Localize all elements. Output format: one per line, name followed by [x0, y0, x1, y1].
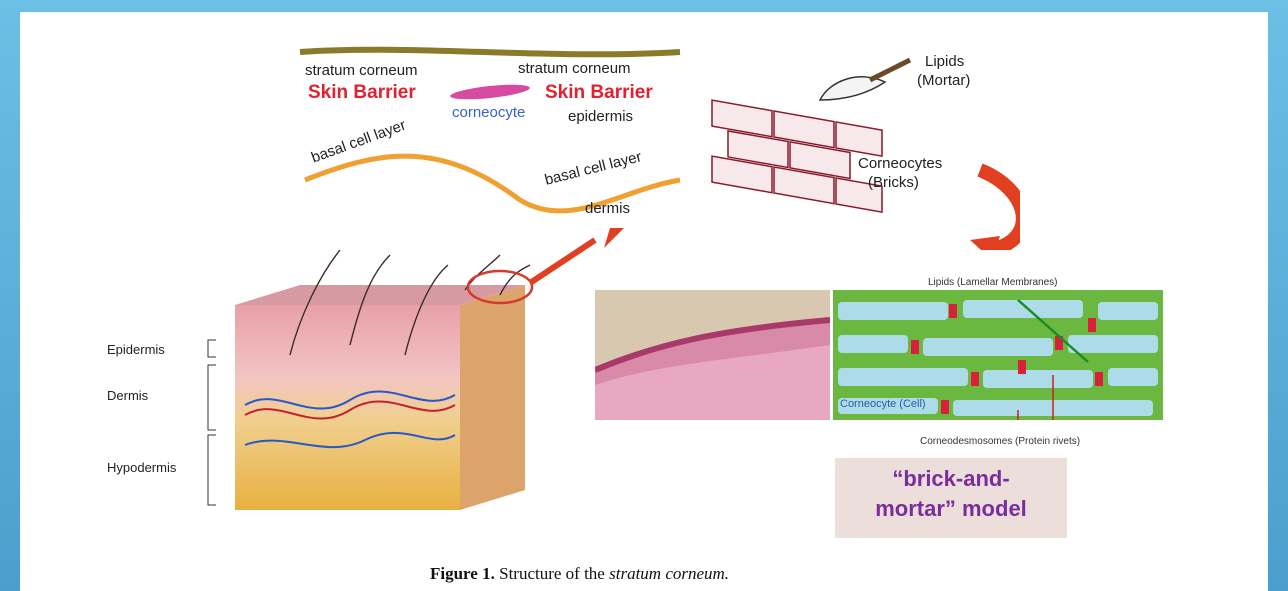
histology-photo: [595, 290, 830, 420]
stratum-corneum-left-label: stratum corneum: [305, 62, 418, 79]
corneodesmosomes-label: Corneodesmosomes (Protein rivets): [920, 436, 1080, 447]
skin-side-face: [460, 285, 525, 510]
lipids-label: Lipids: [925, 53, 964, 70]
skin-barrier-left-label: Skin Barrier: [308, 82, 416, 104]
figure-caption: Figure 1. Structure of the stratum corne…: [430, 564, 729, 584]
corneocyte-shape: [450, 82, 531, 102]
zoom-arrow-icon: [530, 240, 595, 283]
arrowhead-icon: [604, 228, 624, 248]
bricks-label: (Bricks): [868, 174, 919, 191]
model-line-1: “brick-and-: [835, 466, 1067, 492]
stratum-corneum-right-label: stratum corneum: [518, 60, 631, 77]
epidermis-small-label: epidermis: [568, 108, 633, 125]
caption-term: stratum corneum.: [609, 564, 729, 583]
corneocytes-label: Corneocytes: [858, 155, 942, 172]
brick-wall-illustration: [700, 40, 1020, 250]
stratum-corneum-line: [300, 50, 680, 55]
dermis-layer-label: Dermis: [107, 388, 148, 403]
caption-text: Structure of the: [495, 564, 609, 583]
skin-barrier-right-label: Skin Barrier: [545, 82, 653, 104]
corneocyte-cell-label: Corneocyte (Cell): [840, 398, 926, 410]
skin-front-face: [235, 305, 460, 510]
hypodermis-layer-label: Hypodermis: [107, 460, 176, 475]
brick-and-mortar-model-box: “brick-and- mortar” model: [835, 458, 1067, 538]
trowel-icon: [820, 60, 910, 100]
caption-figure-number: Figure 1.: [430, 564, 495, 583]
skin-cross-section: [200, 235, 600, 520]
lamellar-lipids-label: Lipids (Lamellar Membranes): [928, 277, 1058, 288]
bricks-icon: [712, 100, 882, 212]
dermis-small-label: dermis: [585, 200, 630, 217]
model-line-2: mortar” model: [835, 496, 1067, 522]
corneocyte-label: corneocyte: [452, 104, 525, 121]
layer-brackets: [198, 335, 228, 510]
mortar-label: (Mortar): [917, 72, 970, 89]
epidermis-layer-label: Epidermis: [107, 342, 165, 357]
